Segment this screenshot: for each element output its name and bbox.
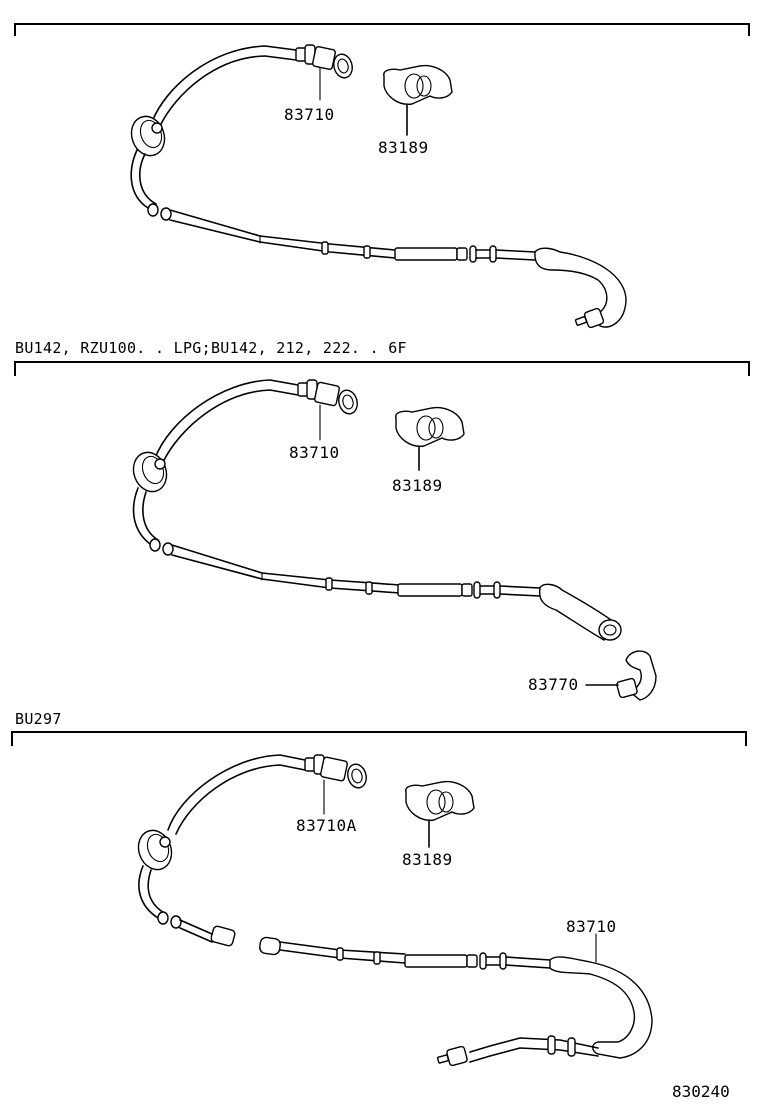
section-2-bracket	[14, 361, 750, 376]
section-3-bracket	[11, 731, 747, 746]
s2-clamp-83189	[395, 406, 465, 471]
s2-angle-drive-83770	[585, 650, 657, 701]
s2-part-label-83189: 83189	[392, 476, 443, 495]
section-2-applicability-label: BU142, RZU100. . LPG;BU142, 212, 222. . …	[15, 339, 407, 357]
section-1-bracket	[14, 23, 750, 36]
s2-part-label-83770: 83770	[528, 675, 579, 694]
s1-speedometer-cable	[130, 44, 627, 329]
s2-part-label-83710: 83710	[289, 443, 340, 462]
s1-clamp-83189	[383, 64, 453, 136]
figure-id-label: 830240	[672, 1082, 730, 1101]
s3-part-label-83710: 83710	[566, 917, 617, 936]
s1-part-label-83710: 83710	[284, 105, 335, 124]
s3-part-label-83710A: 83710A	[296, 816, 357, 835]
s1-part-label-83189: 83189	[378, 138, 429, 157]
s3-upper-cable-83710A	[137, 754, 367, 947]
s3-clamp-83189	[405, 780, 475, 848]
s2-speedometer-cable	[132, 379, 622, 641]
s3-part-label-83189: 83189	[402, 850, 453, 869]
s3-lower-cable-83710	[259, 933, 653, 1067]
section-3-applicability-label: BU297	[15, 710, 62, 728]
